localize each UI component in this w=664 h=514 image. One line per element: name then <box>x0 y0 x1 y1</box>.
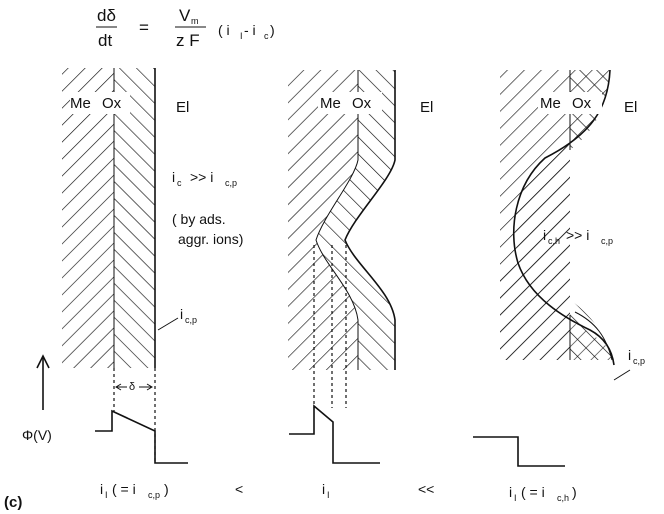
panel-c-condition-sub1: c,h <box>548 236 560 246</box>
panel-a-icp-leader <box>158 318 178 330</box>
panel-c-condition-op: >> i <box>566 227 589 243</box>
potential-axis-label: Φ(V) <box>22 427 52 443</box>
relation-less-than: < <box>235 481 243 497</box>
eq-lhs-numerator: dδ <box>97 6 116 25</box>
panel-a-note-line1: ( by ads. <box>172 211 226 227</box>
panel-a-condition-sub2: c,p <box>225 178 237 188</box>
panel-c-icp-leader <box>614 370 630 380</box>
panel-c-el-label: El <box>624 99 637 116</box>
eq-equals: = <box>139 18 149 37</box>
bottom-a-close: ) <box>164 481 169 497</box>
bottom-b-i: i <box>322 481 325 497</box>
eq-factor-open: ( i <box>218 22 230 38</box>
panel-a: Me Ox El i c >> i c,p ( by ads. aggr. io… <box>62 68 243 463</box>
panel-b: Me Ox El <box>288 70 433 463</box>
panel-c-me-label: Me <box>540 95 561 112</box>
eq-factor-sub1: I <box>240 31 243 41</box>
panel-a-condition-op: >> i <box>190 169 213 185</box>
panel-a-icp-i: i <box>180 306 183 322</box>
eq-rhs-numerator: V <box>179 6 191 25</box>
bottom-c-mid: ( = i <box>521 484 545 500</box>
panel-a-potential-profile <box>95 411 188 463</box>
panel-c-condition-sub2: c,p <box>601 236 613 246</box>
panel-c-icp-sub: c,p <box>633 356 645 366</box>
eq-rhs-numerator-sub: m <box>191 16 199 26</box>
bottom-a-i: i <box>100 481 103 497</box>
panel-a-delta-label: δ <box>129 381 135 393</box>
panel-a-me-label: Me <box>70 95 91 112</box>
bottom-a-sub1: I <box>105 490 108 500</box>
panel-b-potential-profile <box>289 406 380 463</box>
panel-c-potential-profile <box>473 437 565 466</box>
panel-c-condition-i: i <box>543 227 546 243</box>
panel-b-el-label: El <box>420 99 433 116</box>
eq-lhs-denominator: dt <box>98 31 112 50</box>
potential-axis: Φ(V) <box>22 356 52 443</box>
bottom-a-mid: ( = i <box>112 481 136 497</box>
eq-rhs-denominator: z F <box>176 31 200 50</box>
bottom-c-i: i <box>509 484 512 500</box>
bottom-c-close: ) <box>572 484 577 500</box>
panel-a-condition-i: i <box>172 169 175 185</box>
panel-c-icp-i: i <box>628 347 631 363</box>
bottom-c-sub1: I <box>514 493 517 503</box>
bottom-relations: i I ( = i c,p ) < i I << i I ( = i c,h ) <box>100 481 577 503</box>
eq-factor-sub2: c <box>264 31 269 41</box>
panel-a-ox-label: Ox <box>102 95 122 112</box>
panel-b-ox-label: Ox <box>352 95 372 112</box>
panel-c: Me Ox El i c,h >> i c,p i c,p <box>473 70 645 466</box>
eq-factor-mid: - i <box>244 22 256 38</box>
panel-a-el-label: El <box>176 99 189 116</box>
bottom-c-sub2: c,h <box>557 493 569 503</box>
panel-a-condition-sub1: c <box>177 178 182 188</box>
rate-equation: dδ dt = V m z F ( i I - i c ) <box>96 6 275 50</box>
bottom-a-sub2: c,p <box>148 490 160 500</box>
bottom-b-sub: I <box>327 490 330 500</box>
panel-b-me-label: Me <box>320 95 341 112</box>
relation-much-less-than: << <box>418 481 434 497</box>
eq-factor-close: ) <box>270 22 275 38</box>
panel-a-note-line2: aggr. ions) <box>178 231 243 247</box>
figure-label: (c) <box>4 494 22 511</box>
panel-c-ox-label: Ox <box>572 95 592 112</box>
panel-a-icp-sub: c,p <box>185 315 197 325</box>
